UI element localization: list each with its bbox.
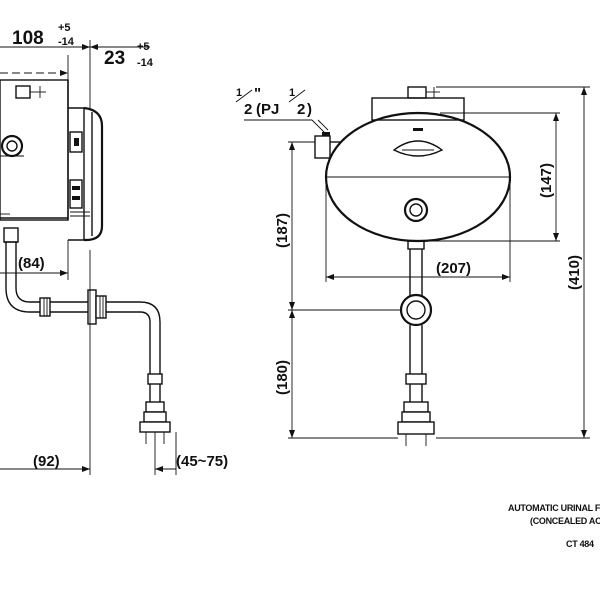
thread-num-1: 1 [236, 87, 242, 99]
dim-23: 23 [104, 48, 125, 69]
dim-187: (187) [274, 213, 291, 248]
thread-size-label: 1 2 " (PJ 1 2 ) [235, 85, 312, 118]
dim-180: (180) [274, 360, 291, 395]
title-line-2: (CONCEALED AC [530, 516, 600, 526]
dim-410: (410) [566, 255, 583, 290]
title-line-1: AUTOMATIC URINAL F [508, 503, 600, 513]
dim-207: (207) [436, 260, 471, 277]
thread-num-2: 1 [289, 87, 295, 99]
dim-45-75: (45~75) [176, 453, 228, 470]
model-number: CT 484 [566, 539, 594, 549]
dim-84: (84) [18, 255, 45, 272]
thread-den-2: 2 [297, 101, 305, 118]
dim-92: (92) [33, 453, 60, 470]
dim-108: 108 [12, 28, 44, 49]
dim-147: (147) [538, 163, 555, 198]
thread-close: ) [307, 101, 312, 118]
dim-23-tol-plus: +5 [137, 41, 150, 53]
dim-23-tol-minus: -14 [137, 57, 154, 69]
front-view [244, 86, 590, 446]
thread-quote: " [254, 85, 261, 102]
dim-108-tol-minus: -14 [58, 36, 75, 48]
thread-den-1: 2 [244, 101, 252, 118]
side-view [0, 40, 177, 475]
thread-mid: (PJ [256, 101, 279, 118]
dim-108-tol-plus: +5 [58, 22, 71, 34]
